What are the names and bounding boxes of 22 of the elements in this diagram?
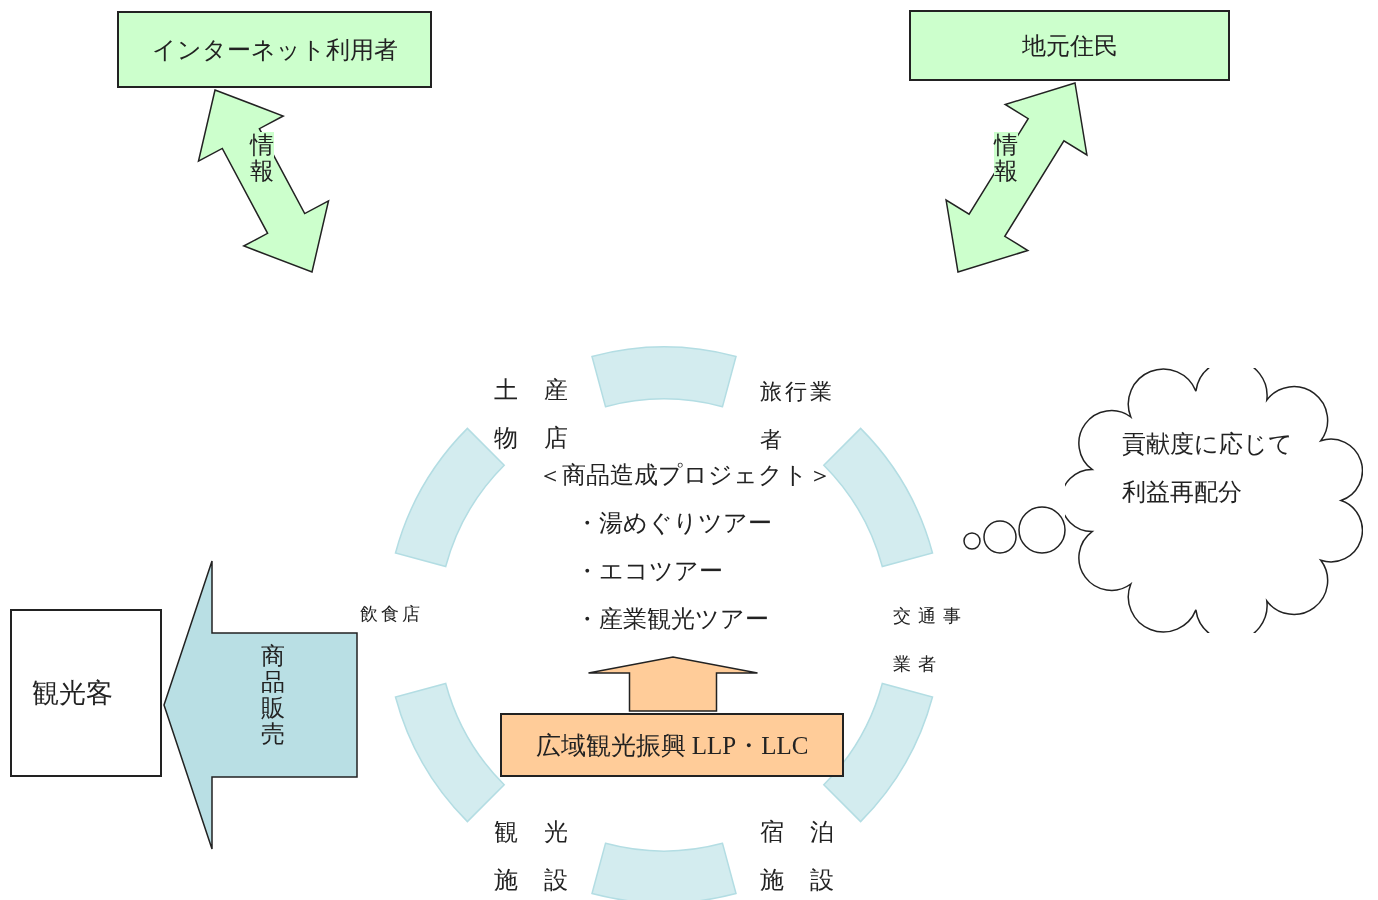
list-item: ・湯めぐりツアー xyxy=(575,509,772,538)
cloud-text: 貢献度に応じて利益再配分 xyxy=(1122,430,1294,507)
ring-label: 土産物店 xyxy=(494,376,595,453)
ring-label: 旅行業者 xyxy=(760,378,836,454)
block-arrow xyxy=(197,89,330,273)
ring-label: 観光施設 xyxy=(494,818,595,895)
project-title: ＜商品造成プロジェクト＞ xyxy=(537,461,833,490)
ring-label: 飲食店 xyxy=(360,603,424,626)
edge-label: 情報 xyxy=(250,132,274,184)
edge-label: 情報 xyxy=(994,132,1018,184)
ring-label: 宿泊施設 xyxy=(760,818,861,895)
customer-box: 観光客 xyxy=(10,609,162,777)
list-item: ・産業観光ツアー xyxy=(575,605,769,634)
group-box: 地元住民 xyxy=(909,10,1230,81)
edge-label: 商品販売 xyxy=(261,643,285,747)
group-box: インターネット利用者 xyxy=(117,11,432,88)
block-arrow xyxy=(163,560,358,850)
organization-box: 広域観光振興 LLP・LLC xyxy=(500,713,844,777)
list-item: ・エコツアー xyxy=(575,557,723,586)
ring-label: 交通事業者 xyxy=(893,605,969,676)
block-arrow xyxy=(945,82,1088,273)
block-arrow xyxy=(587,656,759,712)
